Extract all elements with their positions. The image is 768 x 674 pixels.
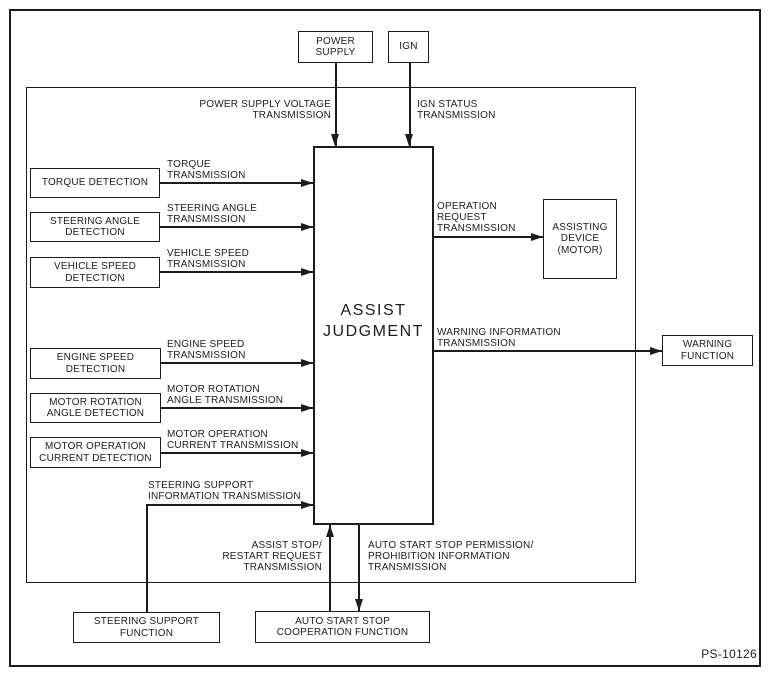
flow-label-engine-speed: ENGINE SPEED TRANSMISSION [167, 339, 246, 361]
line-motor-rotation-angle [160, 407, 313, 409]
arrow-head-assist-stop-restart [325, 525, 334, 537]
line-assist-stop-restart [329, 525, 331, 611]
box-motor-operation-current-detection: MOTOR OPERATION CURRENT DETECTION [30, 437, 161, 468]
line-ign-status [409, 62, 411, 146]
flow-label-motor-rotation-angle: MOTOR ROTATION ANGLE TRANSMISSION [167, 384, 284, 406]
box-warning-function: WARNING FUNCTION [662, 335, 753, 366]
arrow-head-torque [301, 178, 313, 187]
box-engine-speed-detection: ENGINE SPEED DETECTION [30, 348, 161, 379]
arrow-head-vehicle-speed [301, 267, 313, 276]
flow-label-auto-start-stop-permission: AUTO START STOP PERMISSION/ PROHIBITION … [368, 540, 534, 573]
box-torque-detection: TORQUE DETECTION [30, 168, 160, 198]
flow-label-operation-request: OPERATION REQUEST TRANSMISSION [437, 201, 516, 234]
flow-label-ign-status: IGN STATUS TRANSMISSION [417, 99, 496, 121]
box-assist-judgment: ASSIST JUDGMENT [313, 146, 434, 525]
arrow-head-steering-angle [301, 222, 313, 231]
flow-label-steering-angle: STEERING ANGLE TRANSMISSION [167, 203, 258, 225]
line-auto-start-stop-permission [358, 525, 360, 611]
flow-label-steering-support-information: STEERING SUPPORT INFORMATION TRANSMISSIO… [148, 480, 301, 502]
arrow-head-motor-rotation-angle [301, 403, 313, 412]
arrow-head-motor-operation-current [301, 448, 313, 457]
box-steering-support-function: STEERING SUPPORT FUNCTION [73, 612, 220, 643]
line-warning-information [434, 350, 662, 352]
arrow-head-ign-status [405, 134, 413, 146]
flow-label-vehicle-speed: VEHICLE SPEED TRANSMISSION [167, 248, 250, 270]
arrow-head-power-supply [331, 134, 339, 146]
system-boundary [26, 87, 636, 583]
arrow-head-auto-start-stop-permission [354, 599, 363, 611]
page-frame [9, 9, 761, 667]
line-vehicle-speed [160, 271, 313, 273]
figure-code: PS-10126 [701, 647, 757, 661]
line-power-supply-voltage [335, 62, 337, 146]
flow-label-power-supply-voltage: POWER SUPPLY VOLTAGE TRANSMISSION [199, 99, 331, 121]
arrow-head-warning-information [650, 346, 662, 355]
line-operation-request [434, 236, 543, 238]
flow-label-torque: TORQUE TRANSMISSION [167, 159, 246, 181]
line-steering-support-information [146, 504, 313, 506]
line-engine-speed [160, 362, 313, 364]
line-steering-support-riser [146, 504, 148, 612]
line-steering-angle [160, 226, 313, 228]
arrow-head-operation-request [531, 232, 543, 241]
box-motor-rotation-angle-detection: MOTOR ROTATION ANGLE DETECTION [30, 393, 161, 423]
box-power-supply: POWER SUPPLY [298, 31, 373, 63]
arrow-head-steering-support [301, 500, 313, 509]
flow-label-motor-operation-current: MOTOR OPERATION CURRENT TRANSMISSION [167, 429, 299, 451]
box-auto-start-stop-cooperation-function: AUTO START STOP COOPERATION FUNCTION [255, 611, 430, 643]
box-assisting-device: ASSISTING DEVICE (MOTOR) [543, 199, 617, 279]
box-vehicle-speed-detection: VEHICLE SPEED DETECTION [30, 257, 160, 288]
arrow-head-engine-speed [301, 358, 313, 367]
box-ign: IGN [388, 31, 429, 63]
flow-label-warning-information: WARNING INFORMATION TRANSMISSION [437, 327, 561, 349]
line-motor-operation-current [160, 452, 313, 454]
line-torque [160, 182, 313, 184]
flow-label-assist-stop-restart: ASSIST STOP/ RESTART REQUEST TRANSMISSIO… [222, 540, 322, 573]
box-steering-angle-detection: STEERING ANGLE DETECTION [30, 212, 160, 242]
